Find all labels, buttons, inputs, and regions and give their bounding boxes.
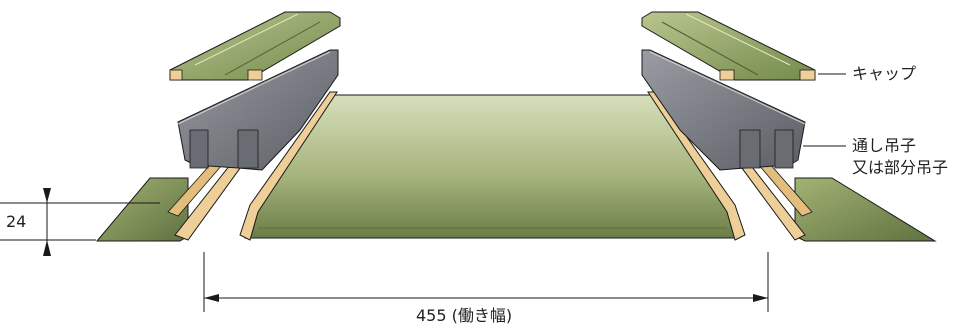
cap-label: キャップ — [852, 64, 917, 83]
right-clip — [641, 49, 806, 171]
width-dimension-label: 455 (働き幅) — [416, 306, 513, 325]
clip-label-line2: 又は部分吊子 — [852, 158, 949, 177]
width-dimension — [203, 252, 769, 312]
clip-label-line1: 通し吊子 — [852, 136, 917, 155]
right-cap — [641, 11, 816, 81]
left-clip — [177, 49, 339, 171]
height-dimension — [0, 188, 160, 256]
height-dimension-label: 24 — [6, 212, 27, 231]
left-cap — [169, 11, 341, 81]
